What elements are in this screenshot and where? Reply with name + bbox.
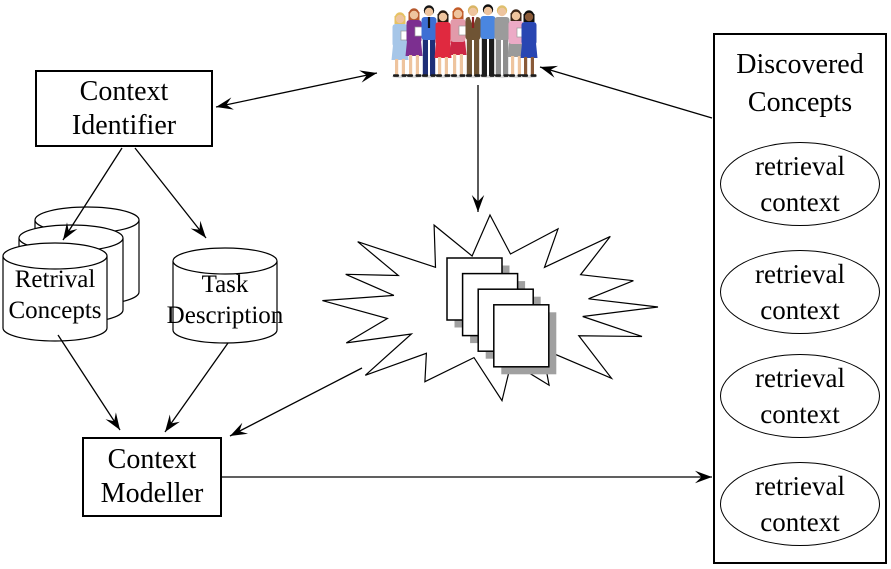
retrieval-concepts-db-label: Retrival Concepts — [0, 264, 117, 326]
retrieval-concepts-database-icon — [2, 206, 140, 342]
task-description-line1: Task — [201, 271, 249, 298]
retrieval-context-4-line1: retrieval — [755, 471, 845, 501]
retrieval-context-4-line2: context — [760, 507, 840, 537]
retrieval-context-1-line2: context — [760, 187, 840, 217]
discovered-concepts-title: Discovered Concepts — [713, 46, 887, 122]
retrieval-context-ellipse-4: retrieval context — [720, 462, 880, 546]
retrieval-concepts-line1: Retrival — [14, 266, 96, 293]
context-identifier-label-line2: Identifier — [71, 109, 177, 141]
retrieval-context-ellipse-1: retrieval context — [720, 142, 880, 226]
task-description-db-label: Task Description — [163, 269, 287, 331]
retrieval-context-2-line2: context — [760, 295, 840, 325]
documents-stack-icon — [446, 257, 557, 375]
context-modeller-label-line2: Modeller — [100, 478, 204, 509]
context-identifier-node: Context Identifier — [35, 70, 213, 147]
retrieval-concepts-line2: Concepts — [8, 297, 102, 324]
discovered-concepts-title-line2: Concepts — [747, 87, 853, 118]
task-description-line2: Description — [166, 302, 284, 329]
retrieval-context-1-line1: retrieval — [755, 151, 845, 181]
retrieval-context-ellipse-3: retrieval context — [720, 354, 880, 438]
context-identifier-label-line1: Context — [79, 75, 169, 107]
retrieval-context-2-line1: retrieval — [755, 259, 845, 289]
discovered-concepts-title-line1: Discovered — [736, 49, 864, 80]
retrieval-context-ellipse-2: retrieval context — [720, 250, 880, 334]
context-modeller-node: Context Modeller — [82, 437, 222, 517]
connector-arrows — [57, 65, 713, 484]
retrieval-context-3-line1: retrieval — [755, 363, 845, 393]
task-description-database-icon — [172, 247, 278, 344]
retrieval-context-3-line2: context — [760, 399, 840, 429]
context-modeller-label-line1: Context — [107, 444, 197, 475]
people-group-icon — [391, 4, 538, 79]
